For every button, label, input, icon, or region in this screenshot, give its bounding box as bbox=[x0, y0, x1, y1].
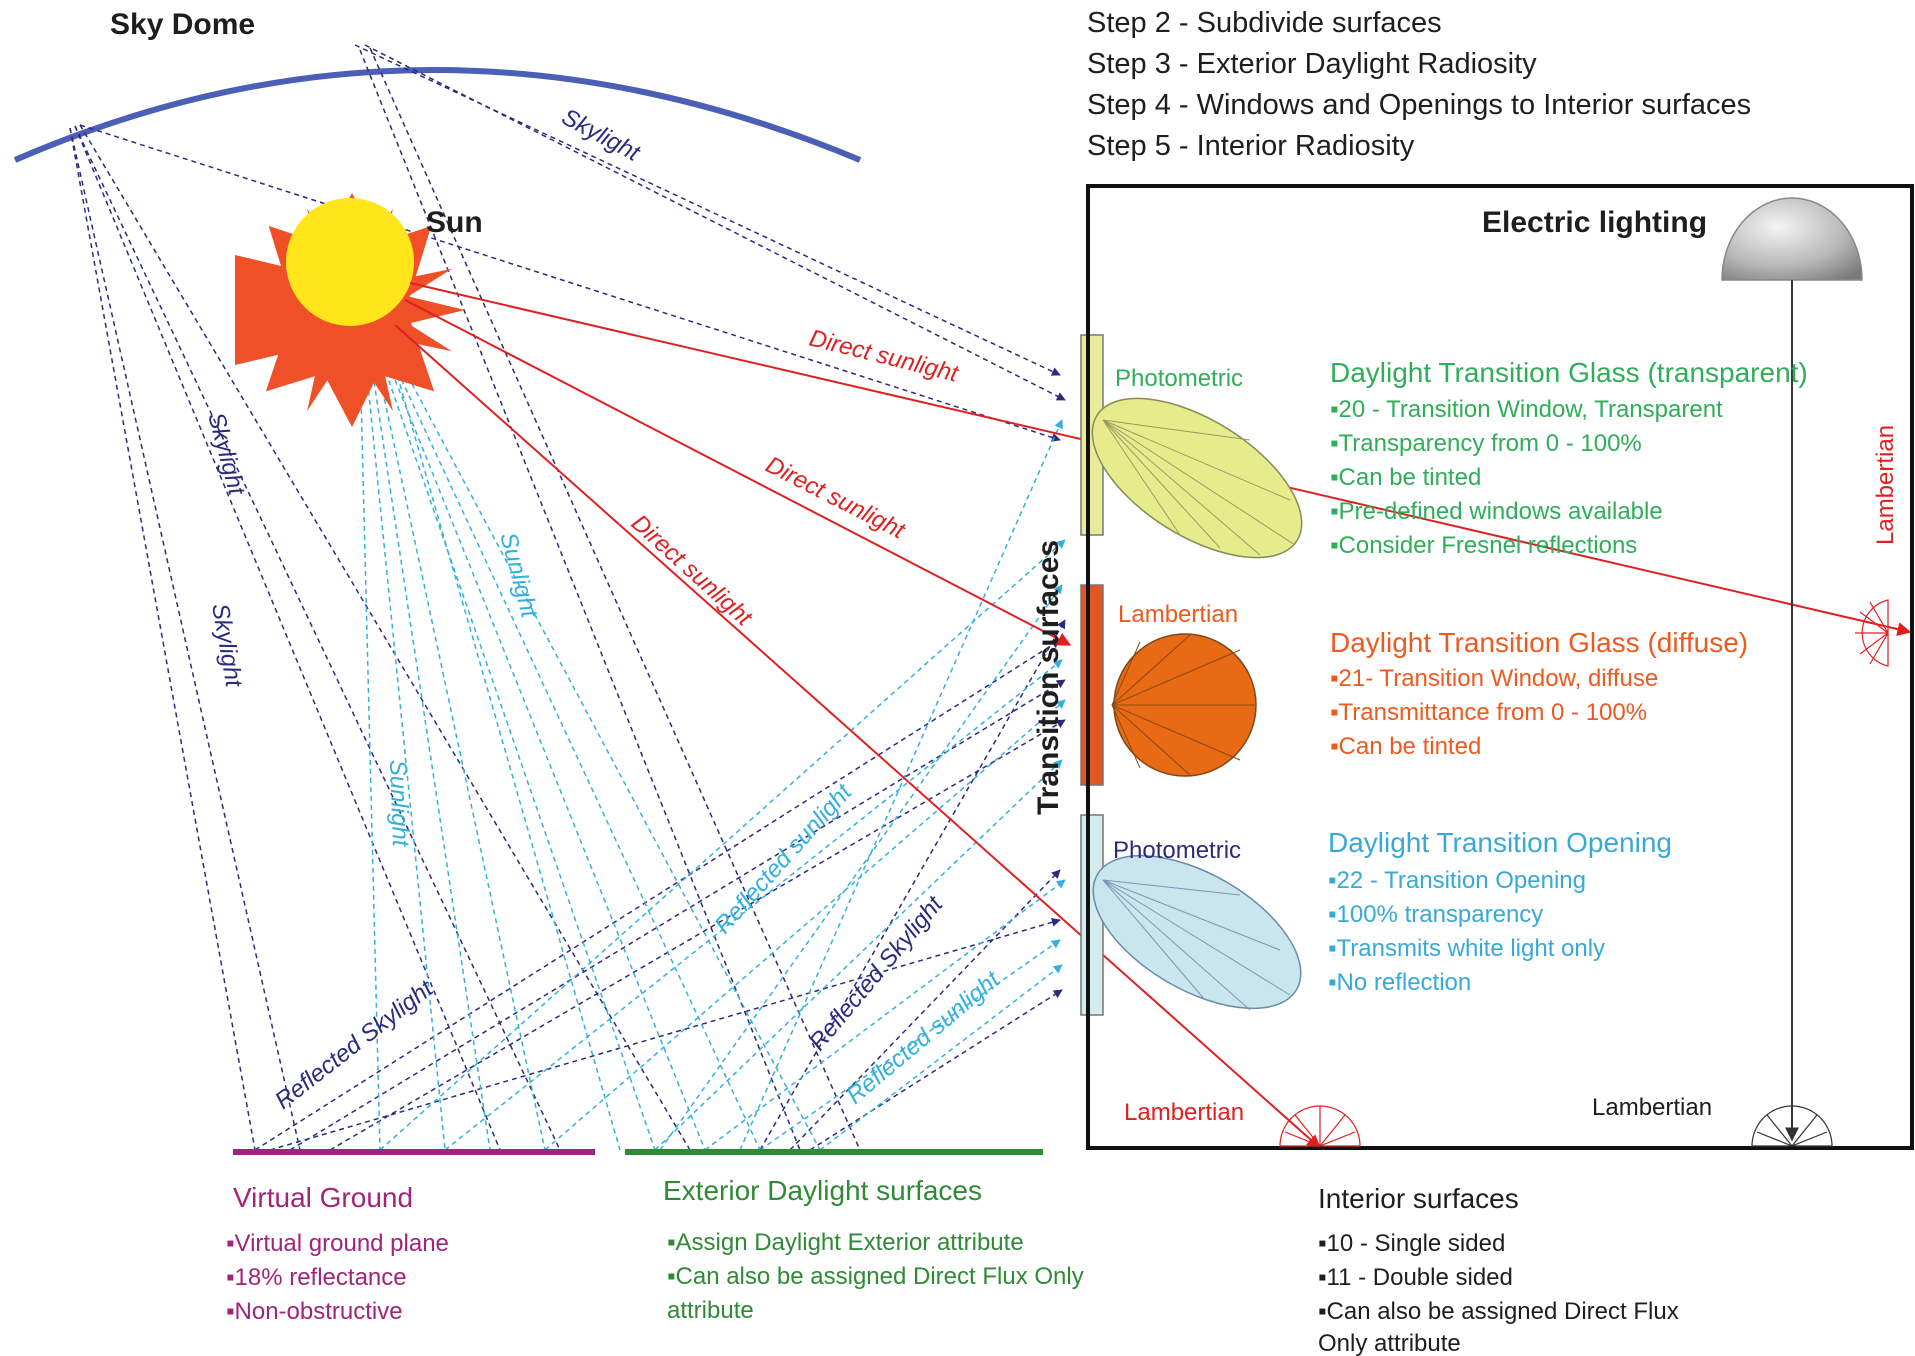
sky-dome-arc bbox=[13, 67, 862, 163]
lambertian-hemisphere-right bbox=[1855, 599, 1889, 667]
interior-surfaces-title: Interior surfaces bbox=[1318, 1183, 1519, 1214]
bullet-item: ▪No reflection bbox=[1328, 969, 1471, 996]
diffuse-glass-info: Daylight Transition Glass (diffuse) ▪21-… bbox=[1330, 627, 1748, 760]
reflected-skylight-label: Reflected Skylight bbox=[270, 974, 439, 1114]
sunlight-label: Sunlight bbox=[494, 530, 543, 622]
sun-icon bbox=[235, 193, 465, 427]
direct-sunlight-label: Direct sunlight bbox=[807, 325, 962, 388]
electric-lighting-label: Electric lighting bbox=[1482, 206, 1707, 239]
photometric-label: Photometric bbox=[1115, 365, 1243, 392]
bullet-item: ▪Assign Daylight Exterior attribute bbox=[667, 1229, 1024, 1256]
virtual-ground-info: Virtual Ground ▪Virtual ground plane ▪18… bbox=[226, 1182, 449, 1325]
diffuse-glass-title: Daylight Transition Glass (diffuse) bbox=[1330, 627, 1748, 658]
bullet-item: ▪Can be tinted bbox=[1330, 733, 1481, 760]
sunlight-label: Sunlight bbox=[384, 759, 414, 848]
skylight-label: Skylight bbox=[206, 601, 247, 690]
bullet-item: ▪Can also be assigned Direct Flux bbox=[1318, 1298, 1679, 1325]
bullet-item: ▪22 - Transition Opening bbox=[1328, 867, 1586, 894]
photometric-distribution-transparent bbox=[1091, 397, 1303, 559]
bullet-item: ▪10 - Single sided bbox=[1318, 1230, 1505, 1257]
electric-light-dome-icon bbox=[1721, 197, 1863, 1142]
skylight-label: Skylight bbox=[557, 103, 645, 167]
lambertian-hemisphere-interior bbox=[1751, 1105, 1833, 1147]
direct-sunlight-label: Direct sunlight bbox=[626, 509, 758, 632]
sky-dome-label: Sky Dome bbox=[110, 8, 255, 41]
skylight-rays bbox=[69, 44, 1066, 1151]
bullet-item: ▪Virtual ground plane bbox=[226, 1230, 449, 1257]
bullet-item: ▪Transparency from 0 - 100% bbox=[1330, 430, 1642, 457]
bullet-item: ▪Can also be assigned Direct Flux Only bbox=[667, 1263, 1084, 1290]
lambertian-label: Lambertian bbox=[1118, 601, 1238, 628]
bullet-item: ▪Can be tinted bbox=[1330, 464, 1481, 491]
step-item: Step 2 - Subdivide surfaces bbox=[1087, 7, 1442, 39]
photometric-label: Photometric bbox=[1113, 837, 1241, 864]
transparent-glass-info: Daylight Transition Glass (transparent) … bbox=[1330, 357, 1808, 559]
sunlight-rays bbox=[359, 349, 1066, 1151]
bullet-item: ▪11 - Double sided bbox=[1318, 1264, 1513, 1291]
interior-room bbox=[1086, 184, 1914, 1150]
step-item: Step 3 - Exterior Daylight Radiosity bbox=[1087, 48, 1537, 80]
bullet-item: ▪Consider Fresnel reflections bbox=[1330, 532, 1637, 559]
bullet-item: attribute bbox=[667, 1297, 754, 1324]
bullet-item: ▪21- Transition Window, diffuse bbox=[1330, 665, 1658, 692]
opening-title: Daylight Transition Opening bbox=[1328, 827, 1672, 858]
lambertian-label: Lambertian bbox=[1124, 1099, 1244, 1126]
diffuse-glass-pane bbox=[1080, 584, 1104, 786]
reflected-sunlight-label: Reflected sunlight bbox=[709, 778, 858, 939]
direct-sunlight-label: Direct sunlight bbox=[761, 451, 910, 545]
exterior-surfaces-title: Exterior Daylight surfaces bbox=[663, 1175, 982, 1206]
skylight-label: Skylight bbox=[202, 410, 250, 499]
bullet-item: ▪20 - Transition Window, Transparent bbox=[1330, 396, 1723, 423]
lambertian-hemisphere-floor bbox=[1279, 1105, 1361, 1147]
bullet-item: ▪Transmittance from 0 - 100% bbox=[1330, 699, 1647, 726]
sun-label: Sun bbox=[426, 206, 483, 239]
steps-list: Step 2 - Subdivide surfaces Step 3 - Ext… bbox=[1087, 7, 1751, 162]
step-item: Step 4 - Windows and Openings to Interio… bbox=[1087, 89, 1751, 121]
bullet-item: ▪Non-obstructive bbox=[226, 1298, 403, 1325]
bullet-item: Only attribute bbox=[1318, 1330, 1461, 1356]
virtual-ground-title: Virtual Ground bbox=[233, 1182, 413, 1213]
lambertian-label: Lambertian bbox=[1872, 425, 1899, 545]
photometric-distribution-opening bbox=[1092, 854, 1302, 1011]
interior-surfaces-info: Interior surfaces ▪10 - Single sided ▪11… bbox=[1318, 1183, 1679, 1356]
bullet-item: ▪18% reflectance bbox=[226, 1264, 407, 1291]
step-item: Step 5 - Interior Radiosity bbox=[1087, 130, 1415, 162]
bullet-item: ▪Pre-defined windows available bbox=[1330, 498, 1663, 525]
transition-surfaces-label: Transition surfaces bbox=[1032, 540, 1065, 815]
lambertian-distribution-diffuse bbox=[1111, 633, 1257, 777]
opening-info: Daylight Transition Opening ▪22 - Transi… bbox=[1328, 827, 1672, 996]
transparent-glass-title: Daylight Transition Glass (transparent) bbox=[1330, 357, 1808, 388]
bullet-item: ▪Transmits white light only bbox=[1328, 935, 1605, 962]
lambertian-label: Lambertian bbox=[1592, 1094, 1712, 1121]
bullet-item: ▪100% transparency bbox=[1328, 901, 1543, 928]
exterior-surfaces-info: Exterior Daylight surfaces ▪Assign Dayli… bbox=[663, 1175, 1084, 1324]
